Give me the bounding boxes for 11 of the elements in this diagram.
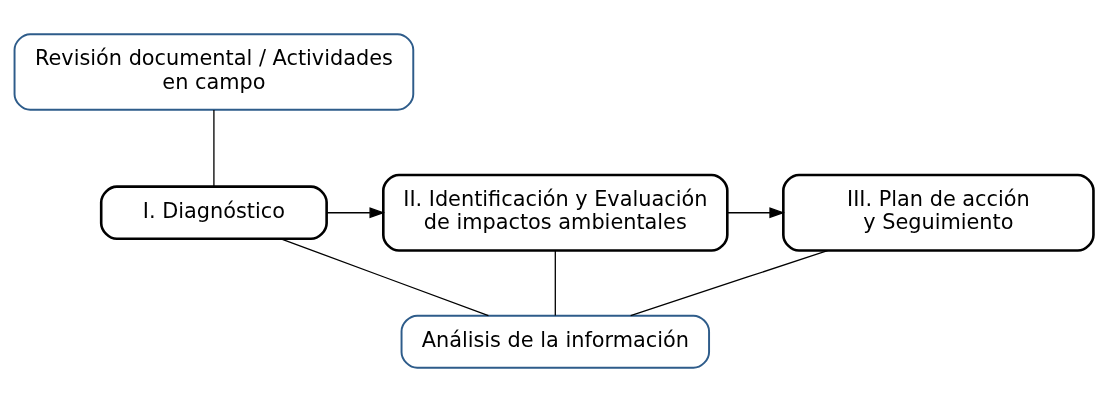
arrow <box>726 206 785 218</box>
connector <box>630 249 829 316</box>
arrow <box>326 206 386 218</box>
connector <box>554 249 556 316</box>
node-box: III. Plan de acción y Seguimiento <box>782 173 1095 252</box>
node-box: Revisión documental / Actividades en campo <box>13 32 415 111</box>
node-box: Análisis de la información <box>400 314 711 369</box>
node-box: II. Identificación y Evaluación de impactos ambientales <box>382 173 729 252</box>
connector <box>213 108 215 187</box>
node-box: I. Diagnóstico <box>99 184 328 240</box>
connector <box>280 237 490 316</box>
